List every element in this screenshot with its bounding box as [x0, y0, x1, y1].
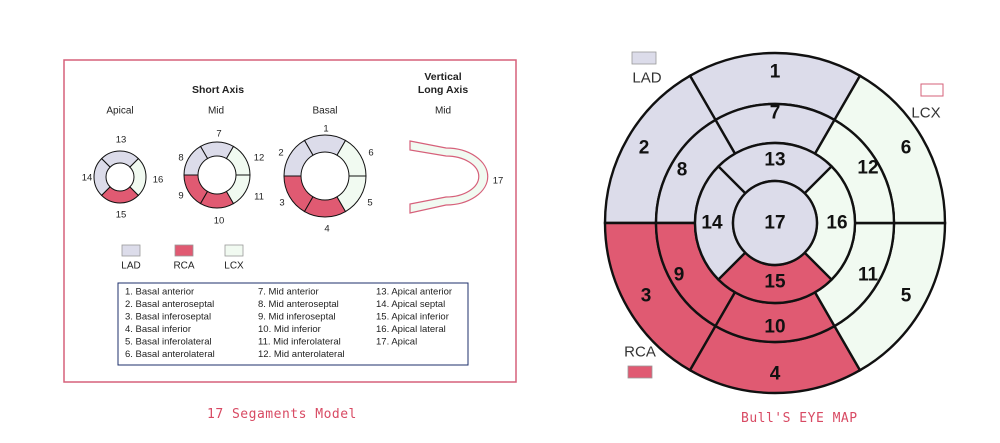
middle-segment-number: 9: [674, 265, 685, 286]
apical-ring-segment: [129, 157, 147, 197]
middle-segment-number: 8: [677, 160, 688, 181]
outer-segment-number: 6: [901, 138, 912, 159]
apical-segment-number: 15: [116, 210, 127, 221]
basal-ring-segment: [303, 196, 347, 218]
segment-list-item: 8. Mid anteroseptal: [258, 299, 339, 310]
right-caption: Bull'S EYE MAP: [741, 411, 858, 426]
short-axis-heading: Short Axis: [192, 84, 244, 96]
middle-segment-number: 10: [764, 317, 785, 338]
inner-segment-number: 15: [764, 272, 786, 293]
inner-segment-number: 13: [764, 150, 785, 171]
segment-list-item: 11. Mid inferolateral: [258, 337, 341, 348]
segment-list-item: 4. Basal inferior: [125, 324, 191, 335]
mid-segment-number: 12: [254, 153, 265, 164]
mid-ring-segment: [183, 174, 209, 205]
middle-segment-number: 7: [770, 103, 781, 124]
segment-list-item: 2. Basal anteroseptal: [125, 299, 214, 310]
rca-legend-swatch: [627, 365, 653, 379]
segment-list-item: 17. Apical: [376, 337, 417, 348]
outer-segment-number: 2: [639, 138, 650, 159]
apex-segment: [731, 179, 819, 267]
mid-column-label: Mid: [208, 106, 224, 117]
segment-list-item: 12. Mid anterolateral: [258, 349, 345, 360]
basal-column-label: Basal: [312, 106, 337, 117]
basal-ring-segment: [283, 139, 314, 177]
mid-ring-segment: [225, 174, 251, 205]
mid-segment-number: 8: [178, 153, 183, 164]
apical-ring-segment: [93, 157, 111, 197]
lad-legend-swatch: [121, 244, 141, 257]
outer-segment-number: 1: [770, 62, 781, 83]
middle-segment-number: 11: [858, 265, 879, 286]
basal-segment-number: 6: [368, 148, 373, 159]
mid-ring-segment: [183, 145, 209, 176]
segment-list-item: 5. Basal inferolateral: [125, 337, 212, 348]
basal-segment-number: 4: [324, 224, 329, 235]
basal-ring-segment: [283, 175, 314, 213]
rca-legend-label: RCA: [624, 344, 656, 361]
outer-segment-number: 3: [641, 286, 652, 307]
segment-list-item: 10. Mid inferior: [258, 324, 321, 335]
left-caption: 17 Segaments Model: [207, 407, 357, 422]
mid-segment-number: 10: [214, 216, 225, 227]
segment-list-item: 6. Basal anterolateral: [125, 349, 215, 360]
segment-list-item: 7. Mid anterior: [258, 287, 319, 298]
basal-segment-number: 2: [278, 148, 283, 159]
segment-list-item: 13. Apical anterior: [376, 287, 452, 298]
apical-segment-number: 14: [82, 173, 93, 184]
apical-segment-number: 16: [153, 175, 164, 186]
vla-heading-line2: Long Axis: [418, 84, 469, 96]
basal-ring-segment: [336, 175, 367, 213]
mid-ring-segment: [199, 190, 235, 209]
outer-segment-number: 4: [770, 364, 781, 385]
mid-ring-segment: [225, 145, 251, 176]
mid-segment-number: 11: [254, 192, 264, 203]
basal-segment-number: 1: [323, 124, 328, 135]
apical-column-label: Apical: [106, 106, 133, 117]
segment-list-item: 15. Apical inferior: [376, 312, 449, 323]
segment-list-item: 3. Basal inferoseptal: [125, 312, 211, 323]
lad-legend-swatch: [631, 51, 657, 65]
apical-segment-number: 13: [116, 135, 127, 146]
basal-segment-number: 5: [367, 198, 372, 209]
segment-list-item: 1. Basal anterior: [125, 287, 194, 298]
apex-segment-number: 17: [764, 213, 785, 234]
basal-ring-segment: [336, 139, 367, 177]
lcx-legend-swatch: [224, 244, 244, 257]
segment-list-box: [117, 282, 469, 366]
lad-legend-label: LAD: [121, 261, 140, 272]
lcx-legend-label: LCX: [224, 261, 244, 272]
vla-horseshoe: [409, 140, 489, 214]
segment-list-item: 9. Mid inferoseptal: [258, 312, 336, 323]
vla-mid-column-label: Mid: [435, 106, 451, 117]
lcx-legend-label: LCX: [911, 105, 940, 122]
rca-legend-swatch: [174, 244, 194, 257]
lad-legend-label: LAD: [632, 70, 661, 87]
vla-segment-number: 17: [493, 176, 504, 187]
mid-segment-number: 7: [216, 129, 221, 140]
inner-segment-number: 14: [701, 213, 723, 234]
outer-segment-number: 5: [901, 286, 912, 307]
mid-segment-number: 9: [178, 191, 183, 202]
inner-segment-number: 16: [826, 213, 847, 234]
segment-list-item: 16. Apical lateral: [376, 324, 446, 335]
rca-legend-label: RCA: [173, 261, 194, 272]
apical-ring-segment: [100, 186, 140, 204]
middle-segment-number: 12: [857, 158, 878, 179]
lcx-legend-swatch: [920, 83, 944, 97]
vla-heading-line1: Vertical: [424, 71, 461, 83]
segment-list-item: 14. Apical septal: [376, 299, 445, 310]
basal-segment-number: 3: [279, 198, 284, 209]
